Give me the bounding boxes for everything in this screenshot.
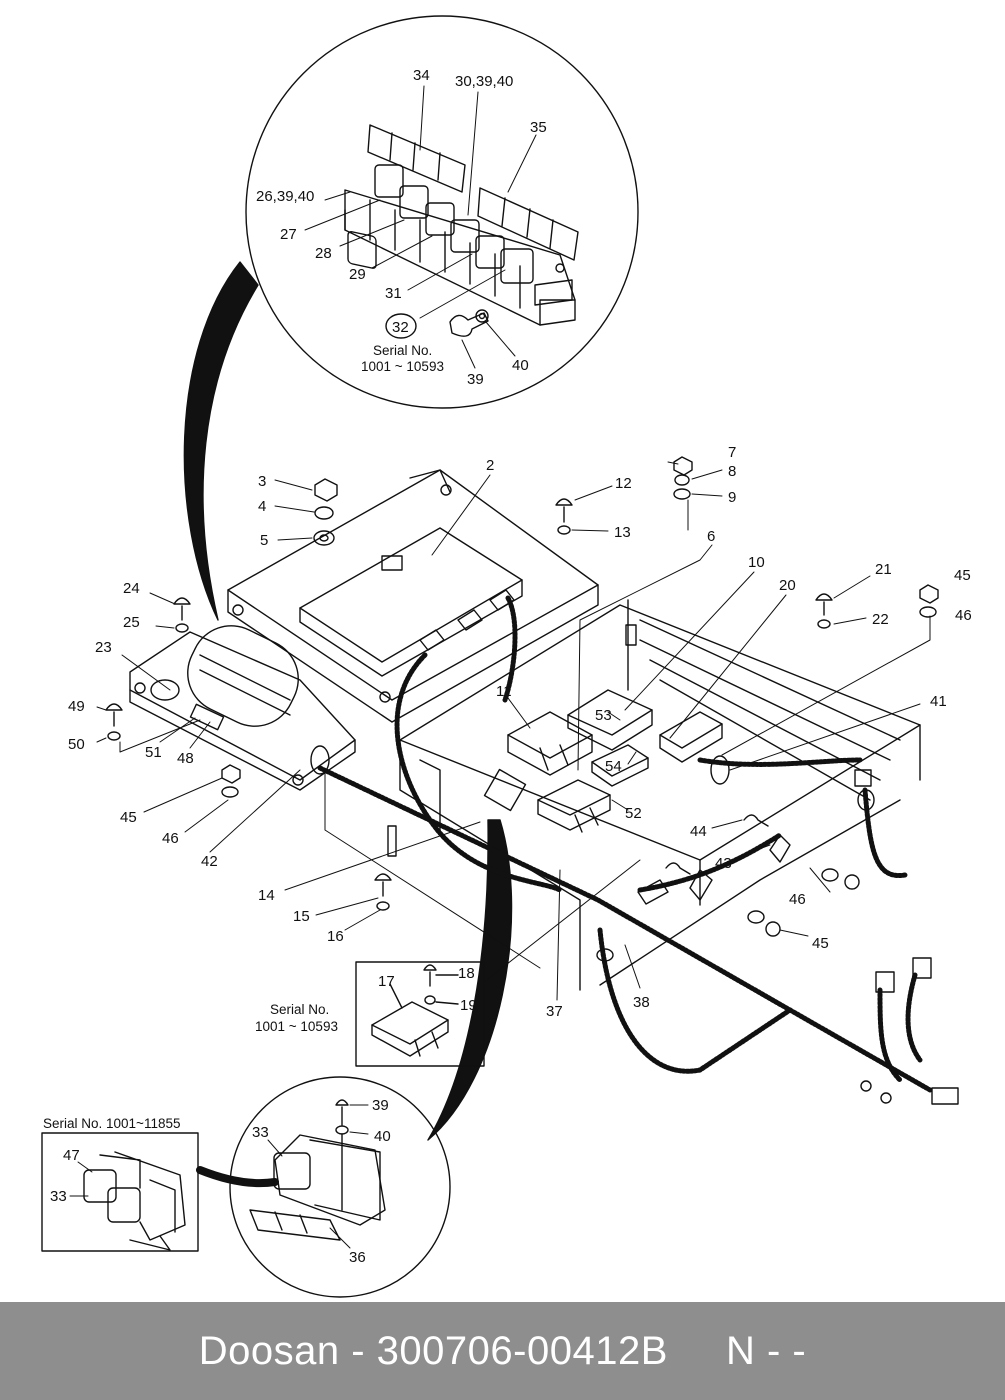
detail-circle-top — [245, 15, 639, 409]
callout-11: 11 — [496, 683, 512, 700]
callout-24: 24 — [123, 580, 140, 597]
callout-26-39-40: 26,39,40 — [256, 188, 314, 205]
callout-46-right: 46 — [955, 607, 972, 624]
callout-15: 15 — [293, 908, 310, 925]
callout-9: 9 — [728, 489, 736, 506]
callout-42: 42 — [201, 853, 218, 870]
callout-50: 50 — [68, 736, 85, 753]
serial-note-middle-line1: Serial No. — [270, 1002, 329, 1017]
callout-10: 10 — [748, 554, 765, 571]
callout-43: 43 — [715, 855, 732, 872]
detail-circle-bottom — [229, 1076, 451, 1298]
callout-18: 18 — [458, 965, 475, 982]
serial-note-middle-line2: 1001 ~ 10593 — [255, 1019, 338, 1034]
callout-19: 19 — [460, 997, 477, 1014]
footer-separator: - — [339, 1328, 377, 1373]
serial-detail-box-middle — [355, 961, 485, 1067]
callout-2: 2 — [486, 457, 494, 474]
callout-31: 31 — [385, 285, 402, 302]
callout-47: 47 — [63, 1147, 80, 1164]
footer-suffix: N - - — [725, 1328, 807, 1373]
callout-49: 49 — [68, 698, 85, 715]
callout-32-ring — [385, 313, 417, 339]
main-assembly — [105, 456, 959, 1105]
footer-bar: Doosan - 300706-00412B N - - — [0, 1302, 1005, 1400]
callout-6: 6 — [707, 528, 715, 545]
callout-3: 3 — [258, 473, 266, 490]
callout-40-top: 40 — [512, 357, 529, 374]
callout-27: 27 — [280, 226, 297, 243]
callout-20: 20 — [779, 577, 796, 594]
callout-48: 48 — [177, 750, 194, 767]
callout-23: 23 — [95, 639, 112, 656]
callout-30-39-40: 30,39,40 — [455, 73, 513, 90]
footer-gap — [668, 1329, 726, 1373]
callout-52: 52 — [625, 805, 642, 822]
callout-40-bottom: 40 — [374, 1128, 391, 1145]
callout-28: 28 — [315, 245, 332, 262]
callout-33-circle: 33 — [252, 1124, 269, 1141]
callout-32: 32 — [392, 319, 409, 336]
relay-block-top — [344, 124, 579, 337]
callout-54: 54 — [605, 758, 622, 775]
callout-7: 7 — [728, 444, 736, 461]
callout-14: 14 — [258, 887, 275, 904]
callout-4: 4 — [258, 498, 266, 515]
callout-39-bottom: 39 — [372, 1097, 389, 1114]
serial-note-top-line1: Serial No. — [373, 343, 432, 358]
callout-34: 34 — [413, 67, 430, 84]
callout-38: 38 — [633, 994, 650, 1011]
callout-8: 8 — [728, 463, 736, 480]
footer-brand: Doosan — [198, 1328, 340, 1373]
callout-41: 41 — [930, 693, 947, 710]
callout-16: 16 — [327, 928, 344, 945]
callout-44: 44 — [690, 823, 707, 840]
callout-21: 21 — [875, 561, 892, 578]
callout-45-left: 45 — [120, 809, 137, 826]
callout-13: 13 — [614, 524, 631, 541]
connector-band-top — [183, 261, 259, 621]
callout-33-box: 33 — [50, 1188, 67, 1205]
serial-note-top-line2: 1001 ~ 10593 — [361, 359, 444, 374]
serial-note-bottom: Serial No. 1001~11855 — [43, 1116, 180, 1131]
callout-35: 35 — [530, 119, 547, 136]
footer-part-number: 300706-00412B — [376, 1328, 668, 1373]
footer-caption: Doosan - 300706-00412B N - - — [199, 1329, 806, 1374]
callout-51: 51 — [145, 744, 162, 761]
callout-45-right: 45 — [954, 567, 971, 584]
callout-45-bottom: 45 — [812, 935, 829, 952]
callout-29: 29 — [349, 266, 366, 283]
callout-39-top: 39 — [467, 371, 484, 388]
connector-band-bottom — [427, 819, 513, 1141]
callout-5: 5 — [260, 532, 268, 549]
callout-37: 37 — [546, 1003, 563, 1020]
callout-22: 22 — [872, 611, 889, 628]
callout-46-bottom: 46 — [789, 891, 806, 908]
callout-12: 12 — [615, 475, 632, 492]
callout-17: 17 — [378, 973, 395, 990]
callout-46-left: 46 — [162, 830, 179, 847]
exploded-view-drawing: 34 30,39,40 35 26,39,40 27 28 29 31 32 S… — [41, 15, 972, 1298]
callout-53: 53 — [595, 707, 612, 724]
serial-detail-box-bottom — [41, 1132, 199, 1252]
callout-36: 36 — [349, 1249, 366, 1266]
callout-25: 25 — [123, 614, 140, 631]
